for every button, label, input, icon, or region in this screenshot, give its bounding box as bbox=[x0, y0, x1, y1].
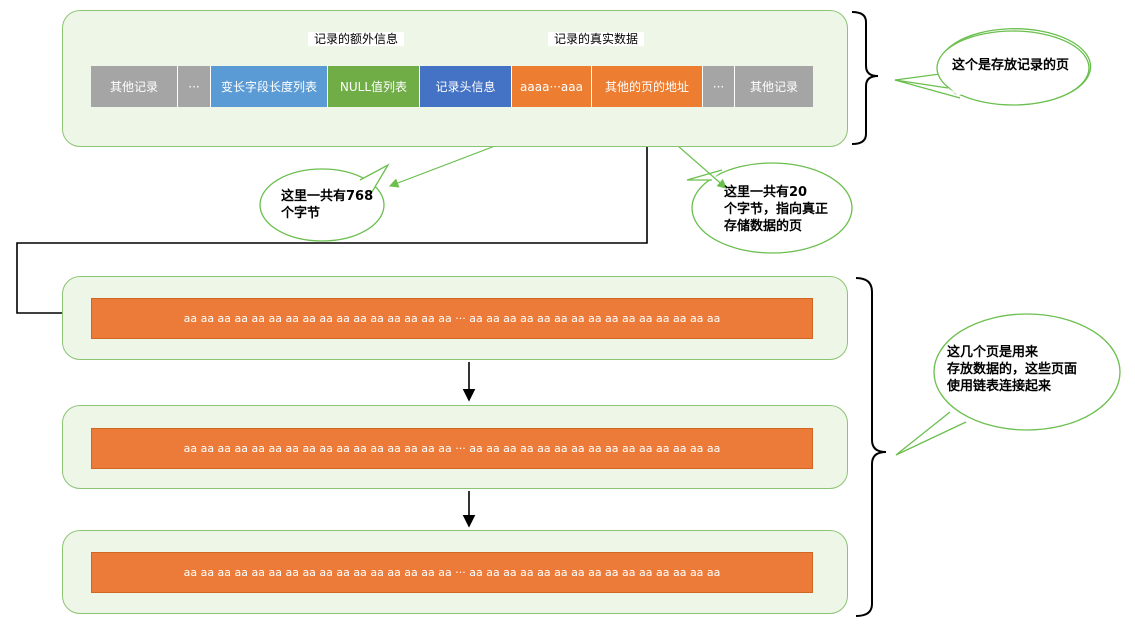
overflow-pages-bracket bbox=[855, 277, 887, 617]
record-cell-variable-length-list: 变长字段长度列表 bbox=[211, 66, 328, 107]
overflow-page-1-data: aa aa aa aa aa aa aa aa aa aa aa aa aa a… bbox=[91, 298, 813, 339]
overflow-page-2-data: aa aa aa aa aa aa aa aa aa aa aa aa aa a… bbox=[91, 428, 813, 469]
callout-record-page-text: 这个是存放记录的页 bbox=[952, 58, 1070, 73]
callout-768-bytes-ellipse bbox=[259, 168, 385, 242]
overflow-page-3-data: aa aa aa aa aa aa aa aa aa aa aa aa aa a… bbox=[91, 552, 813, 593]
record-cell-other-right: 其他记录 bbox=[735, 66, 813, 107]
real-data-label: 记录的真实数据 bbox=[548, 32, 645, 46]
callout-record-page-ellipse bbox=[936, 30, 1090, 106]
record-cell-other-left: 其他记录 bbox=[91, 66, 178, 107]
extra-info-label: 记录的额外信息 bbox=[308, 32, 405, 46]
callout-20-bytes-ellipse bbox=[691, 162, 853, 254]
record-cell-ellipsis-left: ··· bbox=[178, 66, 211, 107]
callout-overflow-pages-text: 这几个页是用来 存放数据的，这些页面 使用链表连接起来 bbox=[947, 345, 1078, 394]
record-cell-record-header: 记录头信息 bbox=[420, 66, 512, 107]
callout-overflow-pages-ellipse bbox=[933, 313, 1121, 431]
callout-768-bytes-text: 这里一共有768 个字节 bbox=[281, 189, 374, 221]
callout-overflow-pages-tail bbox=[895, 411, 967, 456]
record-page-bracket bbox=[851, 11, 879, 145]
callout-record-page-tail-mask bbox=[948, 86, 966, 96]
link-to-first-overflow-page bbox=[16, 123, 648, 320]
callout-record-page-tail bbox=[894, 79, 961, 99]
record-cell-null-list: NULL值列表 bbox=[328, 66, 420, 107]
record-cell-page-address: 其他的页的地址 bbox=[592, 66, 703, 107]
record-cell-ellipsis-right: ··· bbox=[703, 66, 735, 107]
callout-768-bytes-tail bbox=[359, 163, 390, 193]
record-cell-data-prefix: aaaa···aaa bbox=[512, 66, 592, 107]
callout-20-bytes-text: 这里一共有20 个字节，指向真正 存储数据的页 bbox=[724, 185, 829, 234]
